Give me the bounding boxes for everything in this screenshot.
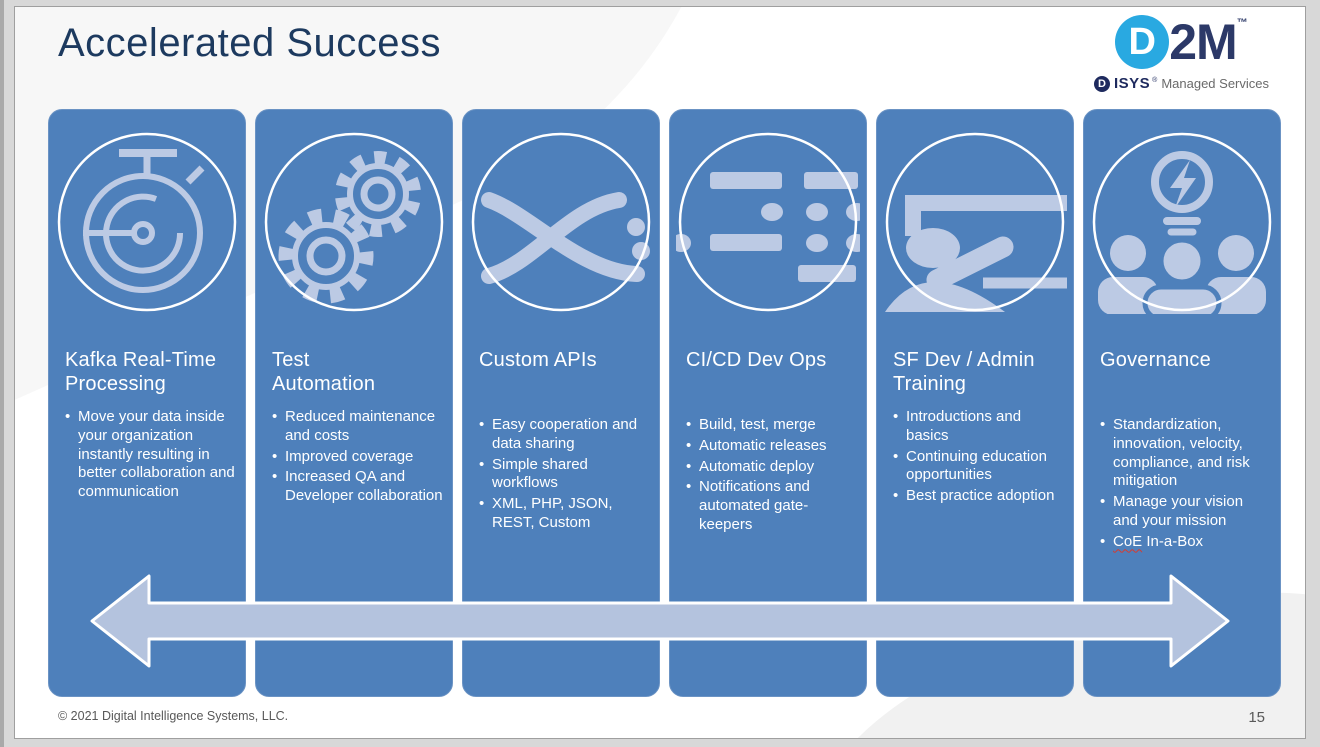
pillar-sf-dev-admin-training: SF Dev / Admin Training Introductions an… xyxy=(876,109,1074,697)
pillar-title: Test Automation xyxy=(272,349,376,395)
pillar-bullets: Standardization, innovation, velocity, c… xyxy=(1100,416,1272,551)
bullet-item: Easy cooperation and data sharing xyxy=(479,416,651,454)
bullet-item: XML, PHP, JSON, REST, Custom xyxy=(479,495,651,533)
copyright-footer: © 2021 Digital Intelligence Systems, LLC… xyxy=(58,709,289,723)
bullet-item: Automatic deploy xyxy=(686,458,858,477)
bullet-item: Standardization, innovation, velocity, c… xyxy=(1100,416,1272,491)
pillar-title: CI/CD Dev Ops xyxy=(686,349,827,371)
d2m-logo-mark: D 2M ™ xyxy=(1094,15,1269,71)
data-stream-icon xyxy=(671,130,868,314)
trademark-symbol: ™ xyxy=(1236,17,1248,29)
pillar-title: SF Dev / Admin Training xyxy=(893,349,1035,395)
pillar-title: Kafka Real-Time Processing xyxy=(65,349,217,395)
pillar-bullets: Move your data inside your organization … xyxy=(65,408,237,502)
bullet-item: Manage your vision and your mission xyxy=(1100,493,1272,531)
bullet-item: Build, test, merge xyxy=(686,416,858,435)
disys-logo-text: ISYS xyxy=(1113,75,1151,92)
window-left-edge xyxy=(0,0,4,747)
double-arrow-icon xyxy=(89,571,1231,671)
bullet-item: Increased QA and Developer collaboration xyxy=(272,468,444,506)
stopwatch-icon xyxy=(55,130,239,314)
slide-canvas: Accelerated Success D 2M ™ D ISYS ® Mana… xyxy=(14,6,1306,739)
bullet-item: Simple shared workflows xyxy=(479,456,651,494)
registered-symbol: ® xyxy=(1152,77,1158,84)
pillar-bullets: Introductions and basics Continuing educ… xyxy=(893,408,1065,506)
pillar-cicd-dev-ops: CI/CD Dev Ops Build, test, merge Automat… xyxy=(669,109,868,697)
bullet-item: Introductions and basics xyxy=(893,408,1065,446)
bullet-item: Best practice adoption xyxy=(893,487,1065,506)
pillar-title: Custom APIs xyxy=(479,349,597,371)
managed-services-label: Managed Services xyxy=(1161,76,1269,91)
page-title: Accelerated Success xyxy=(58,21,442,65)
bullet-item: Automatic releases xyxy=(686,437,858,456)
pillar-custom-apis: Custom APIs Easy cooperation and data sh… xyxy=(462,109,660,697)
bullet-item: Notifications and automated gate-keepers xyxy=(686,478,858,534)
bullet-item: CoE In-a-Box xyxy=(1100,533,1272,552)
pillar-test-automation: Test Automation Reduced maintenance and … xyxy=(255,109,453,697)
disys-tagline: D ISYS ® Managed Services xyxy=(1093,75,1269,92)
page-number: 15 xyxy=(1248,709,1265,726)
pillar-title: Governance xyxy=(1100,349,1211,371)
d2m-d-circle-icon: D xyxy=(1115,15,1170,69)
team-idea-icon xyxy=(1090,130,1274,322)
crossed-strands-icon xyxy=(469,130,653,314)
spellcheck-flagged-text: CoE xyxy=(1113,532,1143,550)
bullet-item: Continuing education opportunities xyxy=(893,448,1065,486)
pillar-bullets: Reduced maintenance and costs Improved c… xyxy=(272,408,444,506)
d2m-logo: D 2M ™ D ISYS ® Managed Services xyxy=(1093,15,1269,92)
pillar-bullets: Build, test, merge Automatic releases Au… xyxy=(686,416,858,535)
pillar-row: Kafka Real-Time Processing Move your dat… xyxy=(48,109,1281,697)
pillar-governance: Governance Standardization, innovation, … xyxy=(1083,109,1281,697)
gears-icon xyxy=(262,130,446,314)
d2m-logo-text: 2M xyxy=(1169,14,1237,70)
pillar-bullets: Easy cooperation and data sharing Simple… xyxy=(479,416,651,533)
trainer-whiteboard-icon xyxy=(883,130,1067,314)
disys-d-circle-icon: D xyxy=(1093,75,1110,92)
bullet-item: Improved coverage xyxy=(272,448,444,467)
bullet-item: Move your data inside your organization … xyxy=(65,408,237,502)
bullet-item: Reduced maintenance and costs xyxy=(272,408,444,446)
